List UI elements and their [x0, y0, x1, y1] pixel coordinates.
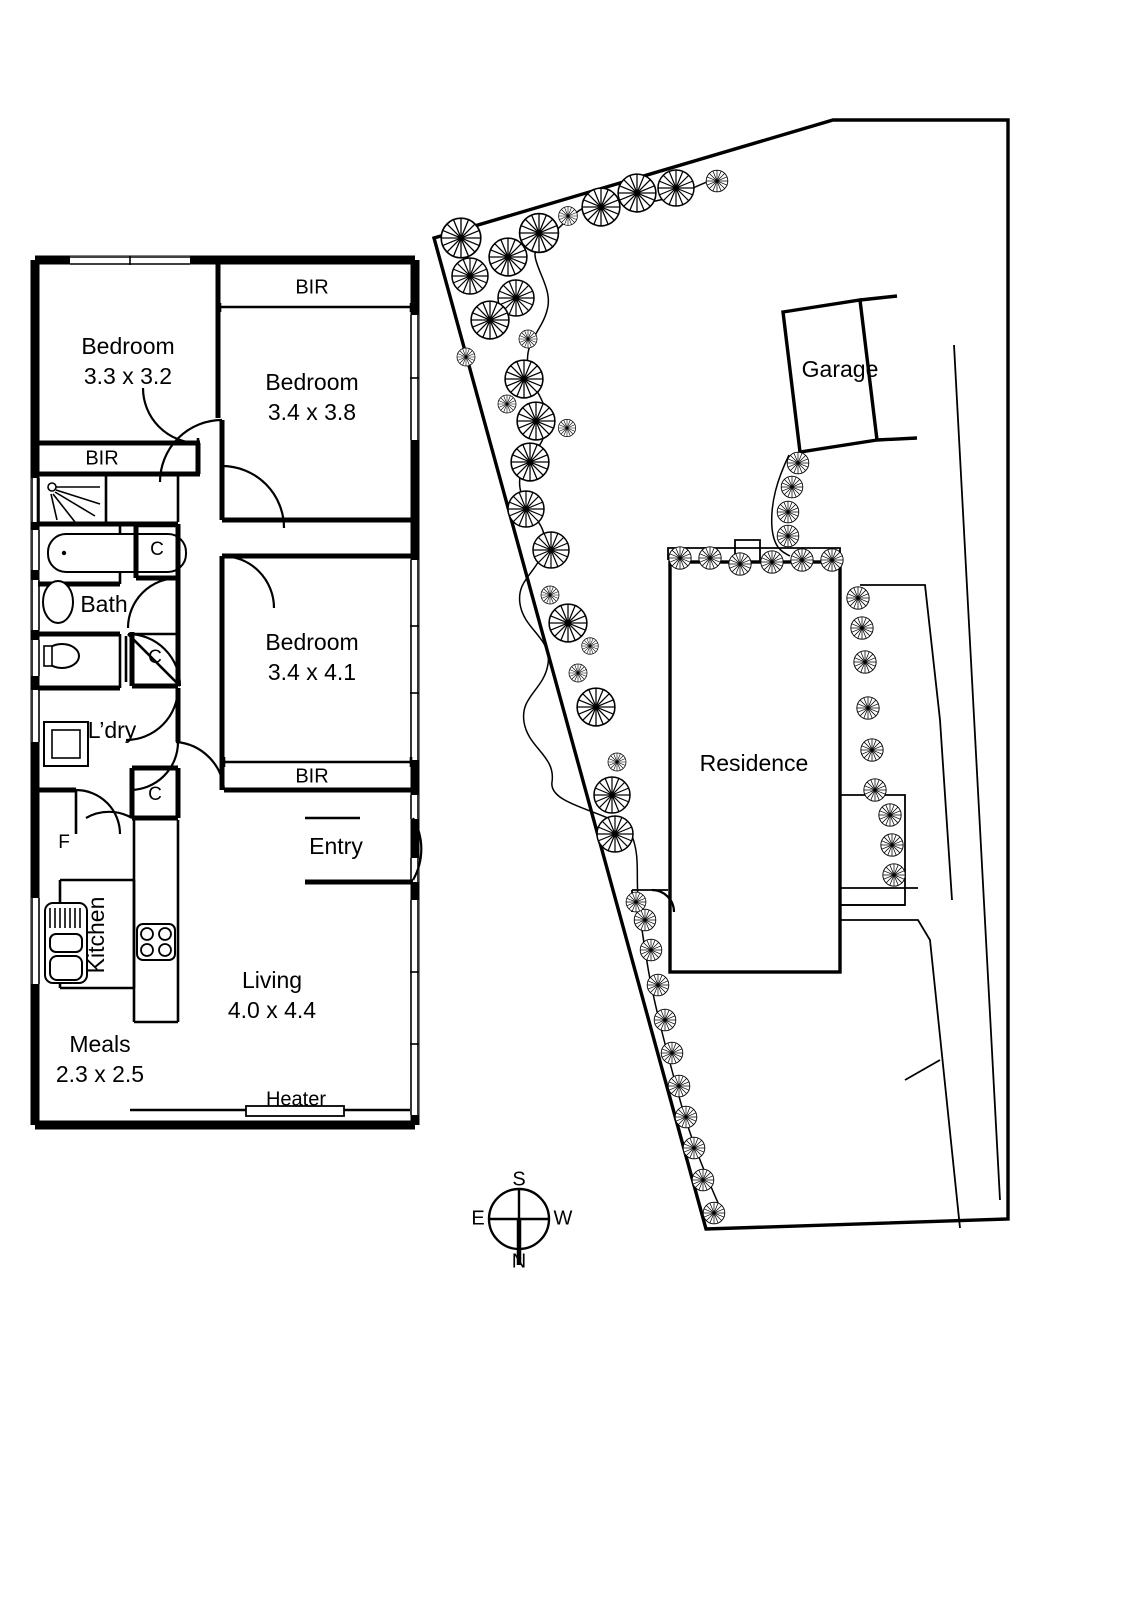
bedroom-1-label: Bedroom	[81, 333, 174, 359]
bir-top-label: BIR	[295, 276, 328, 298]
bedroom-1-dimensions: 3.3 x 3.2	[84, 363, 172, 389]
bedroom-2-dimensions: 3.4 x 3.8	[268, 399, 356, 425]
compass-rose: S E W N	[471, 1168, 572, 1272]
heater-label: Heater	[266, 1088, 326, 1110]
door-swings	[74, 387, 423, 881]
bedroom-2-label: Bedroom	[265, 369, 358, 395]
kitchen-label: Kitchen	[83, 897, 109, 974]
trees-residence-top	[668, 546, 844, 576]
meals-label: Meals	[69, 1031, 130, 1057]
site-plan-group: Garage Residence	[431, 118, 1010, 1231]
garage-label: Garage	[802, 356, 879, 382]
residence-group: Residence	[668, 560, 842, 974]
bedroom-3-label: Bedroom	[265, 629, 358, 655]
residence-label: Residence	[700, 750, 809, 776]
closet-1-label: C	[150, 539, 164, 560]
trees-misc	[581, 637, 647, 913]
bedroom-3-dimensions: 3.4 x 4.1	[268, 659, 356, 685]
closet-2-label: C	[148, 647, 162, 668]
living-label: Living	[242, 967, 302, 993]
bath-label: Bath	[80, 591, 127, 617]
living-dimensions: 4.0 x 4.4	[228, 997, 316, 1023]
entry-label: Entry	[309, 833, 363, 859]
trees-top	[440, 169, 729, 853]
interior-walls	[36, 262, 413, 1117]
compass-e-label: E	[471, 1207, 484, 1229]
closet-3-label: C	[148, 784, 162, 805]
meals-dimensions: 2.3 x 2.5	[56, 1061, 144, 1087]
bir-left-label: BIR	[85, 447, 118, 469]
compass-n-label: N	[512, 1250, 526, 1272]
fridge-label: F	[58, 832, 70, 853]
windows	[31, 256, 419, 1115]
trees-lower-left	[633, 908, 726, 1225]
compass-w-label: W	[554, 1207, 573, 1229]
compass-s-label: S	[512, 1168, 525, 1190]
bir-bottom-label: BIR	[295, 765, 328, 787]
laundry-label: L’dry	[88, 717, 137, 743]
trees-garage-path	[776, 451, 810, 548]
trees-residence-right	[846, 586, 906, 887]
floor-plan-group: Bedroom 3.3 x 3.2 Bedroom 3.4 x 3.8 Bedr…	[30, 255, 423, 1130]
garage-group: Garage	[781, 298, 879, 454]
floor-plan-labels: Bedroom 3.3 x 3.2 Bedroom 3.4 x 3.8 Bedr…	[56, 276, 363, 1110]
